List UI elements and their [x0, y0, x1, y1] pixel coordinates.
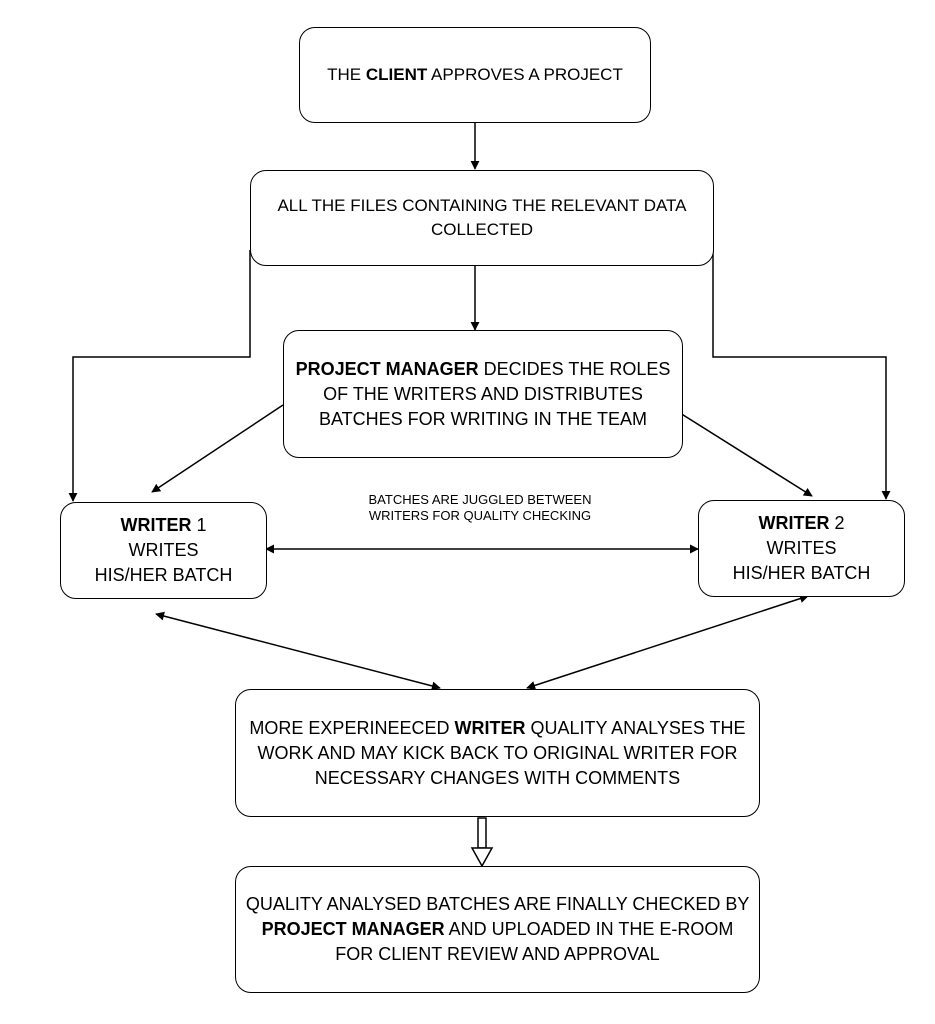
client-approves-project-box: THE CLIENT APPROVES A PROJECT — [299, 27, 651, 123]
node-text-run: DECIDES THE ROLES OF THE WRITERS AND DIS… — [318, 358, 671, 429]
project-manager-decides-box: PROJECT MANAGER DECIDES THE ROLES OF THE… — [283, 330, 683, 458]
node-text-bold: WRITER — [120, 515, 192, 535]
node-text-run: APPROVES A PROJECT — [427, 65, 623, 84]
node-text: PROJECT MANAGER DECIDES THE ROLES OF THE… — [284, 357, 682, 432]
node-text-run: WRITES — [766, 538, 837, 558]
node-text-run: ALL THE FILES CONTAINING THE RELEVANT DA… — [277, 196, 687, 239]
node-text-bold: PROJECT MANAGER — [295, 358, 479, 379]
node-text-run: MORE EXPERINEECED — [249, 717, 455, 738]
batches-juggled-label: BATCHES ARE JUGGLED BETWEEN WRITERS FOR … — [300, 492, 660, 524]
node-text-bold: CLIENT — [365, 65, 428, 84]
node-text: MORE EXPERINEECED WRITER QUALITY ANALYSE… — [236, 716, 759, 791]
node-text-run: QUALITY ANALYSED BATCHES ARE FINALLY CHE… — [245, 894, 750, 914]
arrow-pm-to-writer1 — [151, 404, 284, 493]
arrow-files-to-writer1 — [68, 250, 251, 502]
arrow-writer2-qa — [526, 594, 809, 690]
arrow-files-to-writer2 — [712, 250, 891, 500]
arrow-writer1-qa — [155, 611, 441, 691]
node-text-run: 2 — [829, 513, 845, 533]
batches-juggled-line-1: BATCHES ARE JUGGLED BETWEEN — [368, 492, 592, 507]
node-text-run: THE — [327, 65, 366, 84]
node-text-bold: WRITER — [758, 513, 830, 533]
node-text-run: 1 — [191, 515, 207, 535]
hollow-arrow-qa-to-final — [470, 817, 494, 868]
node-text-run: QUALITY ANALYSES THE WORK AND MAY KICK B… — [257, 717, 746, 788]
node-text-bold: WRITER — [454, 717, 526, 738]
node-text-run: WRITES — [128, 540, 199, 560]
node-text-run: HIS/HER BATCH — [732, 563, 871, 583]
node-text-run: AND UPLOADED IN THE E-ROOM FOR CLIENT RE… — [335, 919, 734, 964]
node-text: THE CLIENT APPROVES A PROJECT — [319, 63, 631, 87]
batches-juggled-line-2: WRITERS FOR QUALITY CHECKING — [368, 508, 592, 523]
node-text: QUALITY ANALYSED BATCHES ARE FINALLY CHE… — [236, 892, 759, 967]
final-check-upload-box: QUALITY ANALYSED BATCHES ARE FINALLY CHE… — [235, 866, 760, 993]
node-text: ALL THE FILES CONTAINING THE RELEVANT DA… — [251, 194, 713, 242]
experienced-writer-qa-box: MORE EXPERINEECED WRITER QUALITY ANALYSE… — [235, 689, 760, 817]
arrow-pm-to-writer2 — [679, 412, 813, 497]
node-text-run: HIS/HER BATCH — [94, 565, 233, 585]
node-text-bold: PROJECT MANAGER — [261, 919, 445, 939]
files-collected-box: ALL THE FILES CONTAINING THE RELEVANT DA… — [250, 170, 714, 266]
